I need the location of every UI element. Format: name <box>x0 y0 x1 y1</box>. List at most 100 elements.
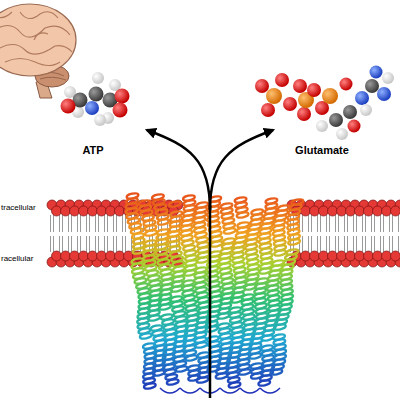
lipid-tail <box>311 236 312 252</box>
lipid-head <box>52 251 62 261</box>
lipid-tail <box>80 215 81 232</box>
lipid-tail <box>371 236 372 252</box>
protein-loop <box>260 388 280 393</box>
helix-turn <box>145 229 158 236</box>
helix-turn <box>288 238 301 245</box>
lipid-tail <box>317 236 318 252</box>
lipid-tail <box>50 236 51 252</box>
lipid-tail <box>107 215 108 232</box>
helix-turn <box>196 376 209 383</box>
lipid-tail <box>389 215 390 232</box>
compartment-label: racellular <box>1 255 33 263</box>
helix-turn <box>270 368 283 375</box>
lipid-head <box>391 206 400 216</box>
lipid-head <box>97 206 107 216</box>
lipid-tail <box>62 215 63 232</box>
lipid-tail <box>374 215 375 232</box>
lipid-head <box>115 206 125 216</box>
lipid-head <box>301 251 311 261</box>
lipid-head <box>88 206 98 216</box>
helix-turn <box>205 325 218 332</box>
lipid-tail <box>95 215 96 232</box>
helix-turn <box>175 365 188 372</box>
lipid-tail <box>62 236 63 252</box>
lipid-head <box>364 251 374 261</box>
arrow-branch-right <box>210 130 273 210</box>
lipid-tail <box>392 215 393 232</box>
lipid-head <box>319 206 329 216</box>
protein-loop <box>180 388 200 393</box>
lipid-tail <box>116 236 117 252</box>
lipid-tail <box>86 236 87 252</box>
lipid-tail <box>116 215 117 232</box>
lipid-tail <box>326 215 327 232</box>
molecule-label: ATP <box>82 145 103 156</box>
lipid-tail <box>77 215 78 232</box>
lipid-tail <box>344 215 345 232</box>
helix-turn <box>249 352 262 359</box>
lipid-head <box>310 206 320 216</box>
lipid-tail <box>317 215 318 232</box>
helix-turn <box>166 378 179 385</box>
lipid-tail <box>302 215 303 232</box>
arrow-stem <box>209 205 212 398</box>
lipid-tail <box>71 215 72 232</box>
lipid-head <box>61 206 71 216</box>
lipid-tail <box>344 236 345 252</box>
lipid-tail <box>113 215 114 232</box>
lipid-tail <box>113 236 114 252</box>
lipid-tail <box>125 236 126 252</box>
helix-turn <box>238 368 251 375</box>
lipid-tail <box>371 215 372 232</box>
lipid-head <box>97 251 107 261</box>
lipid-tail <box>320 215 321 232</box>
transporter-protein <box>125 192 304 393</box>
lipid-tail <box>80 236 81 252</box>
lipid-head <box>70 206 80 216</box>
lipid-bilayer <box>47 200 400 267</box>
molecule-model-left <box>61 72 130 126</box>
lipid-head <box>355 251 365 261</box>
lipid-tail <box>122 236 123 252</box>
lipid-tail <box>347 236 348 252</box>
molecule-label: Glutamate <box>295 145 349 156</box>
helix-turn <box>217 312 230 319</box>
helix-turn <box>274 249 287 256</box>
lipid-tail <box>347 215 348 232</box>
lipid-head <box>319 251 329 261</box>
lipid-tail <box>71 236 72 252</box>
arrow-branch-left <box>147 130 210 210</box>
protein-loop <box>240 388 260 393</box>
lipid-tail <box>329 215 330 232</box>
lipid-tail <box>320 236 321 252</box>
helix-turn <box>185 354 198 361</box>
helix-turn <box>159 303 172 310</box>
lipid-head <box>310 251 320 261</box>
lipid-head <box>106 251 116 261</box>
lipid-tail <box>335 215 336 232</box>
lipid-head <box>373 251 383 261</box>
lipid-head <box>79 206 89 216</box>
lipid-head <box>364 206 374 216</box>
protein-loop <box>160 388 180 393</box>
lipid-tail <box>302 236 303 252</box>
lipid-head <box>61 251 71 261</box>
helix-turn <box>228 381 241 388</box>
lipid-tail <box>53 215 54 232</box>
lipid-head <box>346 251 356 261</box>
helix-turn <box>157 218 170 225</box>
lipid-tail <box>53 236 54 252</box>
helix-turn <box>169 200 182 207</box>
lipid-tail <box>356 215 357 232</box>
helix-turn <box>195 341 208 348</box>
lipid-tail <box>77 236 78 252</box>
lipid-head <box>391 251 400 261</box>
lipid-tail <box>329 236 330 252</box>
lipid-tail <box>362 236 363 252</box>
helix-turn <box>143 382 156 389</box>
lipid-tail <box>122 215 123 232</box>
lipid-tail <box>338 215 339 232</box>
lipid-tail <box>398 236 399 252</box>
